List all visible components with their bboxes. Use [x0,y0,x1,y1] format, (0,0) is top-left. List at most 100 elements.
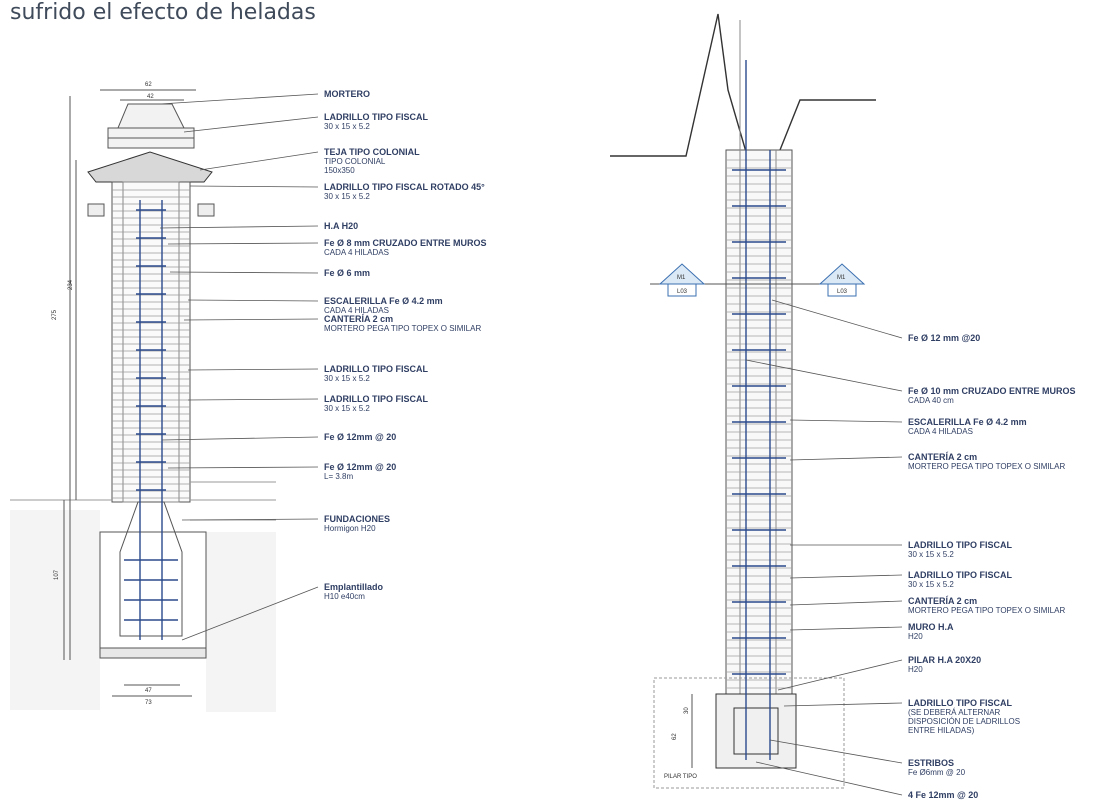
leader-line [777,659,903,691]
leader-line [755,761,903,796]
callout-title: Fe Ø 8 mm CRUZADO ENTRE MUROS [324,238,487,248]
callout-item: Fe Ø 12mm @ 20L= 3.8m [167,462,396,481]
foundation [119,501,183,637]
callout-title: LADRILLO TIPO FISCAL [908,540,1012,550]
callout-detail: Hormigon H20 [324,524,376,533]
callout-detail: DISPOSICIÓN DE LADRILLOS [908,717,1020,726]
callout-title: CANTERÍA 2 cm [324,314,393,324]
callout-title: LADRILLO TIPO FISCAL ROTADO 45° [324,182,485,192]
callout-detail: 150x350 [324,166,355,175]
leader-line [181,586,319,641]
page-heading: sufrido el efecto de heladas [10,0,316,25]
leader-line [783,702,903,707]
pilar-core [715,693,797,769]
callout-detail: (SE DEBERÁ ALTERNAR [908,708,1001,717]
callout-title: Fe Ø 10 mm CRUZADO ENTRE MUROS [908,386,1076,396]
leader-line [789,456,903,461]
callout-title: LADRILLO TIPO FISCAL [908,698,1012,708]
callout-detail: 30 x 15 x 5.2 [324,192,370,201]
dim-h3: 107 [54,569,60,580]
callout-detail: CADA 40 cm [908,396,954,405]
section-mark-left-label: M1 [677,275,686,281]
callout-item: 4 Fe 12mm @ 20 [755,761,978,800]
dim-h1: 275 [52,309,58,320]
callout-detail: 30 x 15 x 5.2 [908,580,954,589]
callout-title: LADRILLO TIPO FISCAL [908,570,1012,580]
callout-title: Fe Ø 12 mm @20 [908,333,980,343]
pillar-body [111,181,191,503]
section-mark-left: M1 L03 [650,263,840,297]
leader-line [183,116,319,133]
callout-item: MORTERO [159,89,370,105]
callout-detail: CADA 4 HILADAS [324,248,389,257]
leader-line [771,299,903,339]
callout-detail: 30 x 15 x 5.2 [324,122,370,131]
callout-detail: TIPO COLONIAL [324,157,386,166]
callout-item: H.A H20 [159,221,358,231]
callout-detail: H20 [908,632,923,641]
wall-section [725,149,793,721]
callout-title: LADRILLO TIPO FISCAL [324,112,428,122]
leader-line [167,242,319,245]
dim-top: 62 [145,82,152,88]
leader-line [789,600,903,606]
callout-detail: ENTRE HILADAS) [908,726,975,735]
section-mark-right: M1 L03 [818,263,866,297]
section-mark-right-sub: L03 [837,289,848,295]
right-callouts: Fe Ø 12 mm @20 Fe Ø 10 mm CRUZADO ENTRE M… [745,299,1076,800]
dim-p2: 62 [672,733,678,740]
callout-detail: H20 [908,665,923,674]
leader-line [789,626,903,631]
colonial-tile [87,151,213,183]
pilar-outline [653,677,845,789]
section-mark-left-sub: L03 [677,289,688,295]
callout-title: ESTRIBOS [908,758,954,768]
callout-title: Fe Ø 12mm @ 20 [324,432,396,442]
callout-item: Fe Ø 12mm @ 20 [161,432,396,442]
leader-line [183,318,319,321]
callout-detail: MORTERO PEGA TIPO TOPEX O SIMILAR [908,462,1065,471]
callout-item: LADRILLO TIPO FISCAL ROTADO 45°30 x 15 x… [189,182,485,201]
mortar-cap [117,103,185,129]
callout-title: ESCALERILLA Fe Ø 4.2 mm [324,296,443,306]
leader-line [187,299,319,302]
dim-h2: 234 [68,279,74,290]
callout-detail: H10 e40cm [324,592,365,601]
section-mark-right-label: M1 [837,275,846,281]
callout-title: LADRILLO TIPO FISCAL [324,364,428,374]
callout-title: MURO H.A [908,622,954,632]
dim-bot2: 73 [145,700,152,706]
callout-title: FUNDACIONES [324,514,390,524]
callout-title: CANTERÍA 2 cm [908,452,977,462]
right-brick-courses [726,159,792,689]
leader-line [181,518,319,521]
callout-detail: MORTERO PEGA TIPO TOPEX O SIMILAR [324,324,481,333]
callout-title: Emplantillado [324,582,384,592]
leader-line [167,466,319,469]
callout-title: LADRILLO TIPO FISCAL [324,394,428,404]
callout-detail: MORTERO PEGA TIPO TOPEX O SIMILAR [908,606,1065,615]
callout-detail: 30 x 15 x 5.2 [324,374,370,383]
leader-line [769,739,903,764]
dim-top2: 42 [147,94,154,100]
right-rebar [732,60,786,760]
leader-line [789,574,903,579]
leader-line [789,419,903,423]
pilar-label: PILAR TIPO [664,774,697,780]
callout-item: Fe Ø 6 mm [169,268,370,278]
callout-title: MORTERO [324,89,370,99]
leader-line [187,398,319,401]
